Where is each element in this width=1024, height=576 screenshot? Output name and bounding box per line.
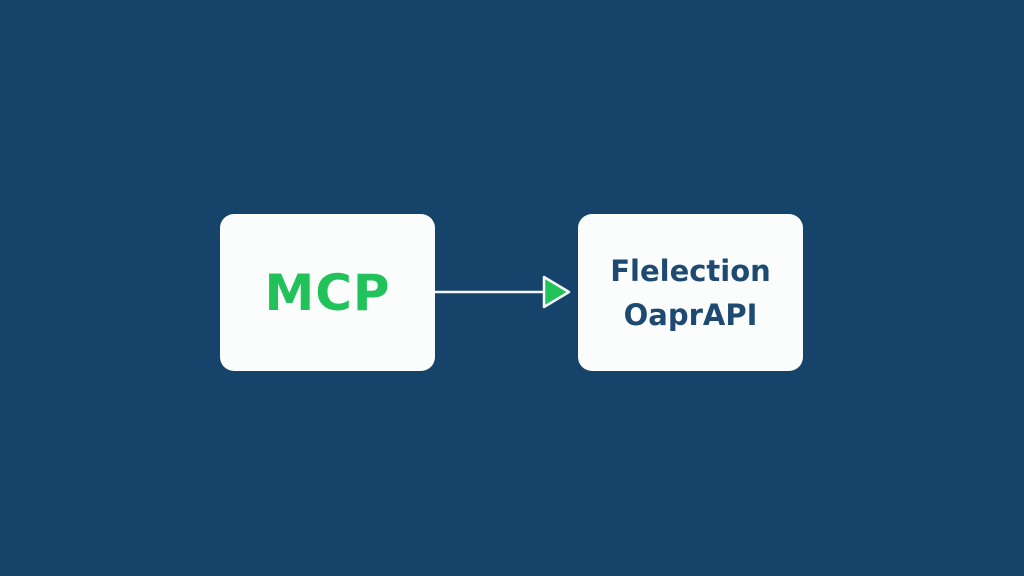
mcp-node: MCP [220,214,435,371]
target-node: Flelection OaprAPI [578,214,803,371]
mcp-label: MCP [264,263,391,322]
arrowhead-icon [542,275,571,309]
target-label-line-2: OaprAPI [623,297,758,332]
target-label-line-1: Flelection [610,253,771,288]
